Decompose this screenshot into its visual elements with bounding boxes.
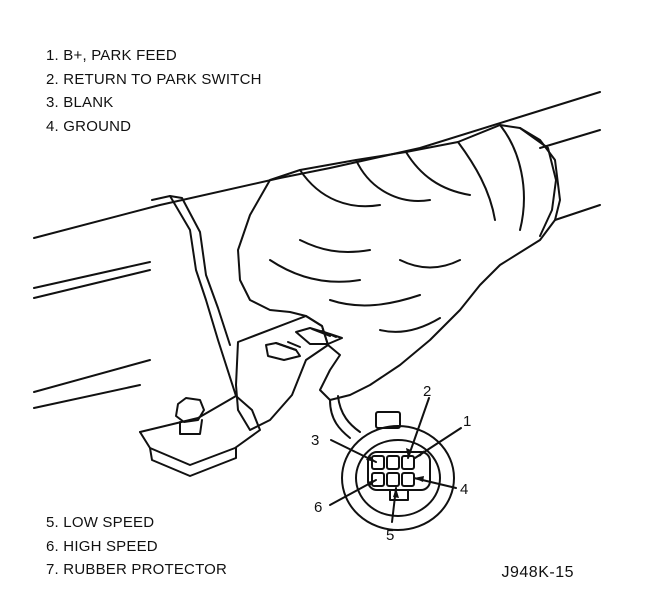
legend-item-7: 7. RUBBER PROTECTOR bbox=[46, 561, 228, 578]
callout-1: 1 bbox=[463, 413, 471, 430]
mounting-bolt bbox=[175, 397, 205, 423]
legend-item-3: 3. BLANK bbox=[46, 94, 114, 111]
wiring-connector bbox=[341, 425, 455, 531]
callout-6: 6 bbox=[314, 499, 322, 516]
legend-item-6: 6. HIGH SPEED bbox=[46, 537, 158, 555]
legend-item-4: 4. GROUND bbox=[46, 117, 132, 135]
callout-4: 4 bbox=[460, 481, 468, 498]
callout-2: 2 bbox=[423, 383, 431, 400]
legend-item-5: 5. LOW SPEED bbox=[46, 514, 155, 531]
legend-top: 1. B+, PARK FEED 2. RETURN TO PARK SWITC… bbox=[46, 44, 262, 138]
linkage-tube bbox=[33, 91, 601, 239]
legend-bottom: 5. LOW SPEED 6. HIGH SPEED 7. RUBBER PRO… bbox=[46, 511, 227, 582]
figure-id: J948K-15 bbox=[501, 564, 574, 581]
callout-5: 5 bbox=[386, 527, 394, 544]
wiper-motor bbox=[237, 124, 561, 401]
legend-item-2: 2. RETURN TO PARK SWITCH bbox=[46, 70, 262, 88]
legend-item-1: 1. B+, PARK FEED bbox=[46, 47, 177, 64]
rubber-protector bbox=[299, 124, 525, 231]
callout-3: 3 bbox=[311, 432, 319, 449]
connector-latch bbox=[375, 411, 401, 429]
stud-plate bbox=[235, 315, 329, 431]
